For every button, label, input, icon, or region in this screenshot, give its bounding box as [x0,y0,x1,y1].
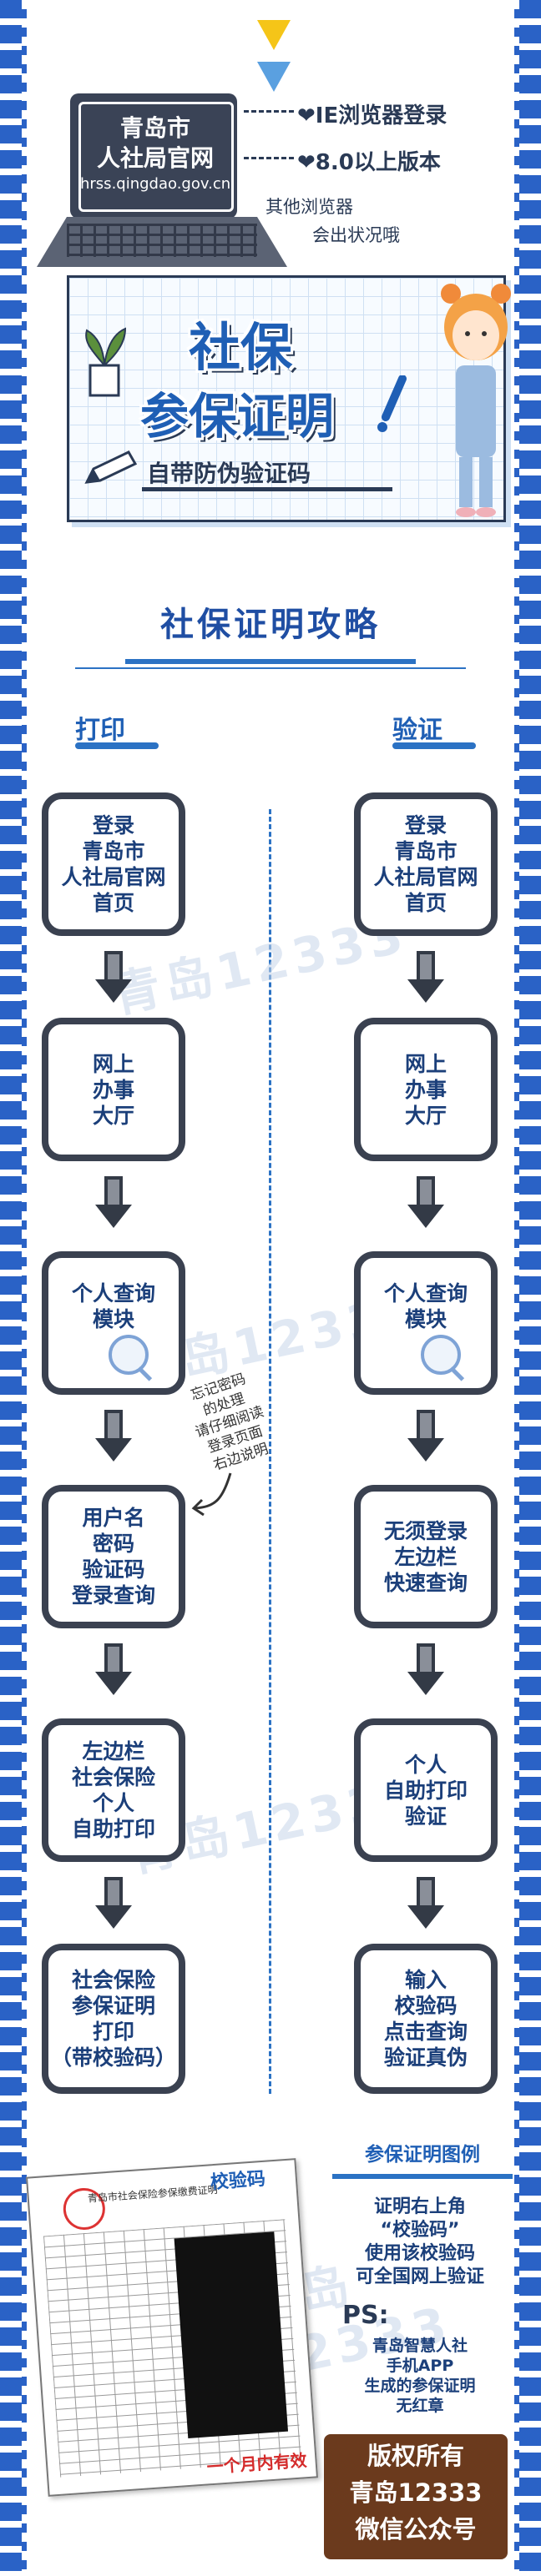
verify-step-6-text: 输入 校验码 点击查询 验证真伪 [383,1968,468,2070]
example-description: 证明右上角 “校验码” 使用该校验码 可全国网上验证 [355,2196,484,2287]
verify-heading-text: 验证 [392,716,442,745]
title-card [67,275,506,522]
print-step-5: 左边栏 社会保险 个人 自助打印 [42,1718,185,1862]
triangle-decoration-icon [257,20,291,92]
print-step-2-text: 网上 办事 大厅 [92,1051,134,1128]
print-step-2: 网上 办事 大厅 [42,1018,185,1161]
certificate-sample-image: 青岛市社会保险参保缴费证明 校验码 一个月内有效 [26,2158,318,2497]
down-arrow-icon [407,1176,444,1230]
left-border-decoration [0,0,22,2576]
print-step-1: 登录 青岛市 人社局官网 首页 [42,792,185,936]
magnifier-icon [421,1335,461,1375]
print-step-4-text: 用户名 密码 验证码 登录查询 [71,1506,155,1607]
verify-step-6: 输入 校验码 点击查询 验证真伪 [354,1944,498,2094]
copyright-line2: 青岛12333 [349,2478,483,2507]
curved-arrow-icon [191,1472,232,1517]
print-step-3: 个人查询 模块 [42,1251,185,1395]
down-arrow-icon [95,951,132,1004]
laptop-screen [78,102,234,212]
print-step-1-text: 登录 青岛市 人社局官网 首页 [61,813,166,915]
down-arrow-icon [407,1877,444,1930]
verify-step-2: 网上 办事 大厅 [354,1018,498,1161]
laptop-illustration [70,93,237,219]
laptop-keyboard [67,224,257,257]
ps-label: PS: [342,2301,389,2330]
copyright-box: 版权所有 青岛12333 微信公众号 [324,2434,508,2559]
other-browser-note: 其他浏览器 [265,197,353,217]
section-title-underline [125,659,416,664]
screen-url: hrss.qingdao.gov.cn [80,175,231,193]
slash-mark-icon [377,375,407,432]
note-connector [244,110,294,113]
print-heading-text: 打印 [75,716,125,745]
down-arrow-icon [407,1643,444,1697]
example-title: 参保证明图例 [332,2136,513,2179]
down-arrow-icon [95,1643,132,1697]
verify-step-1: 登录 青岛市 人社局官网 首页 [354,792,498,936]
subtitle-underline [142,487,392,491]
verify-step-5-text: 个人 自助打印 验证 [383,1752,468,1829]
magnifier-icon [109,1335,149,1375]
title-line1: 社保 [189,317,293,378]
verify-step-4-text: 无须登录 左边栏 快速查询 [383,1518,468,1595]
doc-code-label: 校验码 [210,2168,266,2194]
verify-column-heading: 验证 [392,709,476,749]
browser-note: ❤IE浏览器登录 [297,103,447,128]
left-border-inner [22,0,27,2576]
print-step-5-text: 左边栏 社会保险 个人 自助打印 [71,1739,155,1841]
title-line2: 参保证明 [140,388,335,445]
print-step-6-text: 社会保险 参保证明 打印 （带校验码） [50,1968,176,2070]
screen-line1: 青岛市 [119,114,190,142]
ps-text: 青岛智慧人社 手机APP 生成的参保证明 无红章 [364,2337,476,2415]
verify-step-5: 个人 自助打印 验证 [354,1718,498,1862]
screen-line2: 人社局官网 [96,144,214,172]
plant-icon [85,327,127,397]
down-arrow-icon [407,1410,444,1463]
print-column-heading: 打印 [75,709,159,749]
column-divider [269,809,271,2094]
copyright-line3: 微信公众号 [355,2515,477,2543]
verify-step-2-text: 网上 办事 大厅 [404,1051,447,1128]
copyright-line1: 版权所有 [367,2442,464,2470]
section-title-rule [75,667,466,669]
doc-redacted-block [174,2231,289,2438]
down-arrow-icon [95,1410,132,1463]
pencil-icon [84,450,138,484]
down-arrow-icon [95,1176,132,1230]
right-border-decoration [519,0,541,2576]
subtitle: 自带防伪验证码 [147,460,311,487]
version-note: ❤8.0以上版本 [297,150,441,175]
print-step-4: 用户名 密码 验证码 登录查询 [42,1485,185,1628]
right-border-inner [514,0,519,2576]
trouble-note: 会出状况哦 [312,225,400,245]
section-title: 社保证明攻略 [160,606,381,644]
verify-step-1-text: 登录 青岛市 人社局官网 首页 [373,813,478,915]
note-connector-2 [244,157,294,159]
girl-illustration [441,284,511,517]
verify-step-4: 无须登录 左边栏 快速查询 [354,1485,498,1628]
down-arrow-icon [95,1877,132,1930]
verify-step-3-text: 个人查询 模块 [383,1281,468,1331]
print-heading-bar [75,742,159,749]
doc-title: 青岛市社会保险参保缴费证明 [87,2183,219,2205]
verify-heading-bar [392,742,476,749]
verify-step-3: 个人查询 模块 [354,1251,498,1395]
print-step-6: 社会保险 参保证明 打印 （带校验码） [42,1944,185,2094]
down-arrow-icon [407,951,444,1004]
print-step-3-text: 个人查询 模块 [71,1281,155,1331]
